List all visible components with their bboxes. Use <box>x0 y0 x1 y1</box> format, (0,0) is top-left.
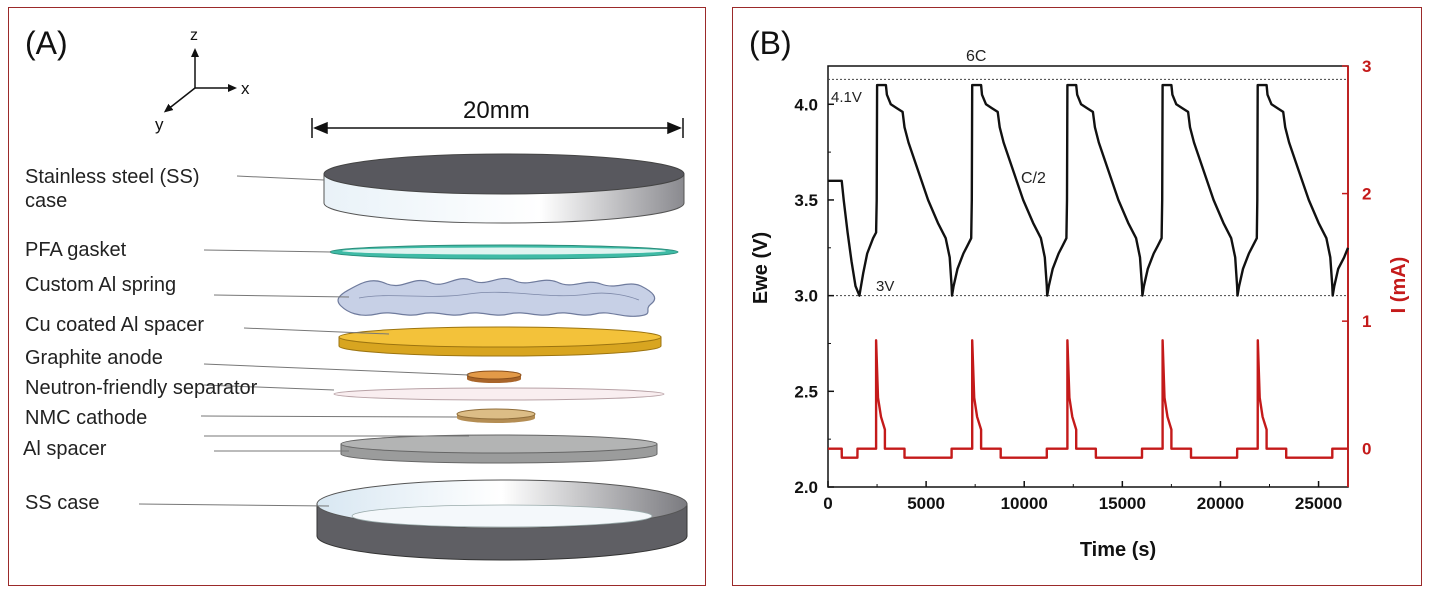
panel-b-label: (B) <box>749 25 792 61</box>
al-spring-shape <box>337 277 656 317</box>
label-stainless-steel-case: Stainless steel (SS) <box>25 166 200 188</box>
label-cu-coated-spacer: Cu coated Al spacer <box>25 314 204 336</box>
pfa-gasket-shape <box>329 244 679 260</box>
x-tick-label: 20000 <box>1197 494 1244 513</box>
separator-shape <box>333 387 665 401</box>
bottom-ss-case-shape <box>316 479 688 561</box>
y2-axis-title: I (mA) <box>1388 257 1410 314</box>
x-tick-label: 0 <box>823 494 832 513</box>
y-tick-label: 3.0 <box>794 287 818 306</box>
label-pfa-gasket: PFA gasket <box>25 239 127 261</box>
current-series-line <box>828 339 1348 459</box>
cycling-chart-svg: (B) 0 5000 10000 15000 20000 25000 2.0 2.5 3.0 3.… <box>749 25 1410 561</box>
al-spacer-shape <box>340 434 658 464</box>
top-ss-case-shape <box>323 153 685 224</box>
label-graphite-anode: Graphite anode <box>25 347 163 369</box>
label-ss-case: SS case <box>25 492 99 514</box>
y2-tick-label: 2 <box>1362 185 1371 204</box>
x-axis-label: x <box>241 79 250 98</box>
label-nmc-cathode: NMC cathode <box>25 407 147 429</box>
annotation-6c: 6C <box>966 48 986 65</box>
panel-a-label: (A) <box>25 25 68 61</box>
annotation-4-1v: 4.1V <box>831 89 862 106</box>
cu-coated-spacer-shape <box>338 326 662 357</box>
plot-area: 0 5000 10000 15000 20000 25000 2.0 2.5 3.0 3.5 4.0… <box>794 57 1371 513</box>
x-tick-label: 25000 <box>1295 494 1342 513</box>
panel-b-cycling-chart: (B) 0 5000 10000 15000 20000 25000 2.0 2.5 3.0 3.… <box>732 7 1422 586</box>
label-al-spacer: Al spacer <box>23 438 107 460</box>
annotation-3v: 3V <box>876 278 894 295</box>
y2-tick-label: 0 <box>1362 440 1371 459</box>
y-tick-label: 2.0 <box>794 478 818 497</box>
dimension-line <box>311 118 684 138</box>
x-tick-label: 15000 <box>1099 494 1146 513</box>
axes-icon <box>163 48 237 113</box>
x-tick-label: 5000 <box>907 494 945 513</box>
y2-tick-label: 3 <box>1362 57 1371 76</box>
y-axis-title: Ewe (V) <box>750 232 772 304</box>
y2-tick-label: 1 <box>1362 312 1371 331</box>
leader-lines <box>138 175 470 507</box>
y-tick-label: 4.0 <box>794 95 818 114</box>
y-tick-label: 3.5 <box>794 191 818 210</box>
graphite-anode-shape <box>466 370 522 383</box>
cell-diagram-svg: (A) z x y 20mm <box>23 25 688 561</box>
dimension-label: 20mm <box>463 97 530 124</box>
z-axis-label: z <box>190 27 198 44</box>
panel-a-exploded-cell-diagram: (A) z x y 20mm <box>8 7 706 586</box>
x-tick-label: 10000 <box>1001 494 1048 513</box>
label-separator: Neutron-friendly separator <box>25 377 258 399</box>
x-axis-title: Time (s) <box>1080 539 1156 561</box>
y-tick-label: 2.5 <box>794 382 818 401</box>
nmc-cathode-shape <box>456 408 536 423</box>
label-case: case <box>25 190 67 212</box>
y-axis-label: y <box>155 115 164 134</box>
voltage-series-line <box>828 83 1350 297</box>
annotation-c-2: C/2 <box>1021 170 1046 187</box>
label-al-spring: Custom Al spring <box>25 274 176 296</box>
